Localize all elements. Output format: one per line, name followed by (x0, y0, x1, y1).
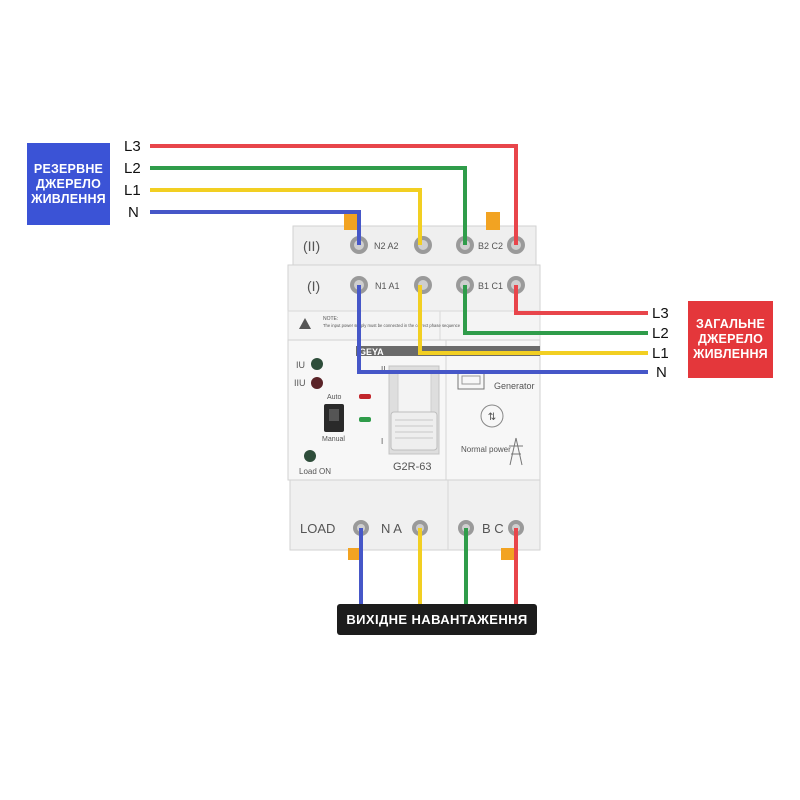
normal-power-label: Normal power (461, 445, 511, 454)
backup-label-line-1: РЕЗЕРВНЕ (33, 161, 104, 176)
row2-label: (II) (303, 238, 320, 254)
indicator-1-led (311, 358, 323, 370)
backup-wire-l2 (150, 166, 467, 245)
main-label-line-1: ЗАГАЛЬНЕ (695, 317, 766, 331)
status-led-red (359, 394, 371, 399)
row2-right-terminal-text: B2 C2 (478, 241, 503, 251)
load-on-led (304, 450, 316, 462)
backup-label-line-2: ДЖЕРЕЛО (35, 176, 102, 191)
auto-label: Auto (327, 394, 342, 401)
note-text: The input power supply must be connected… (323, 323, 461, 328)
backup-wire-labels: L3 L2 L1 N (124, 138, 141, 221)
main-label-l3: L3 (652, 305, 669, 322)
row1-right-terminal-text: B1 C1 (478, 281, 503, 291)
backup-label-n: N (128, 204, 139, 221)
main-wire-l3 (514, 285, 648, 315)
model-label: G2R-63 (393, 461, 432, 473)
backup-wire-l1 (150, 188, 422, 245)
main-wire-l1 (418, 285, 648, 355)
output-load-label: ВИХІДНЕ НАВАНТАЖЕННЯ (337, 604, 537, 635)
main-wire-n (357, 285, 648, 374)
main-label-n: N (656, 364, 667, 381)
main-wire-labels: L3 L2 L1 N (652, 305, 669, 381)
transfer-switch-device: (II) (I) N2 A2 B2 C2 N1 A1 B1 C1 NOTE: T… (287, 212, 541, 560)
row1-left-terminal-text: N1 A1 (375, 281, 400, 291)
generator-label: Generator (494, 381, 535, 391)
main-label-line-3: ЖИВЛЕННЯ (693, 347, 768, 361)
main-label-l1: L1 (652, 345, 669, 362)
backup-wire-n (150, 210, 361, 245)
manual-label: Manual (322, 436, 345, 443)
indicator-2-label: IIU (294, 378, 306, 388)
backup-label-l3: L3 (124, 138, 141, 155)
indicator-2-led (311, 377, 323, 389)
brand-logo: GEYA (359, 347, 384, 357)
main-power-source-label: ЗАГАЛЬНЕ ДЖЕРЕЛО ЖИВЛЕННЯ (688, 301, 773, 378)
svg-text:⇅: ⇅ (488, 412, 496, 423)
din-clip (486, 212, 500, 230)
warning-icon (299, 318, 311, 329)
din-clip (501, 548, 515, 560)
power-tower-icon (509, 437, 523, 466)
row1-label: (I) (307, 278, 320, 294)
load-label: LOAD (300, 521, 335, 536)
din-clip (348, 548, 362, 560)
note-title: NOTE: (323, 316, 338, 322)
row2-left-terminal-text: N2 A2 (374, 241, 399, 251)
terminal-row-2: N2 A2 B2 C2 (350, 236, 525, 254)
status-led-green (359, 417, 371, 422)
indicator-1-label: IU (296, 360, 305, 370)
load-left-terminal-text: N A (381, 521, 402, 536)
backup-label-line-3: ЖИВЛЕННЯ (31, 191, 106, 206)
din-clip (344, 212, 358, 230)
backup-label-l2: L2 (124, 160, 141, 177)
load-on-label: Load ON (299, 467, 331, 476)
main-label-line-2: ДЖЕРЕЛО (697, 332, 764, 346)
backup-label-l1: L1 (124, 182, 141, 199)
main-label-l2: L2 (652, 325, 669, 342)
note-label: NOTE: The input power supply must be con… (299, 316, 461, 329)
transfer-arrows-icon (480, 404, 504, 428)
load-right-terminal-text: B C (482, 521, 504, 536)
output-label-text: ВИХІДНЕ НАВАНТАЖЕННЯ (346, 612, 528, 627)
backup-wire-l3 (150, 144, 518, 245)
wires (150, 144, 648, 606)
mark-I: I (381, 437, 383, 446)
mark-II: II (381, 365, 385, 374)
main-wire-l2 (463, 285, 648, 335)
backup-power-source-label: РЕЗЕРВНЕ ДЖЕРЕЛО ЖИВЛЕННЯ (27, 143, 110, 225)
selector-lever[interactable] (390, 411, 438, 451)
